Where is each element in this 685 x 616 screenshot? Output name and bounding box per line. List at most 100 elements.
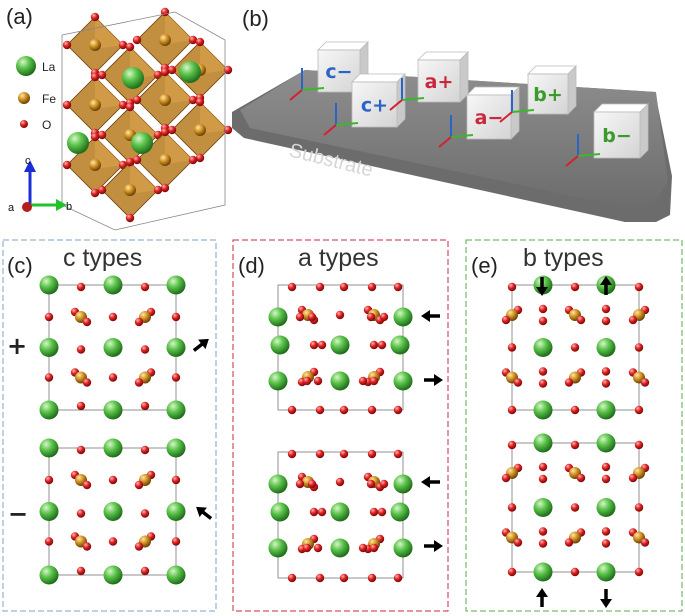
octahedron-highlight <box>130 107 158 139</box>
o-atom <box>315 405 325 415</box>
panel-d-title: a types <box>298 244 379 272</box>
o-atom <box>367 282 377 292</box>
o-atom <box>108 312 118 322</box>
fe-atom <box>124 184 136 196</box>
o-atom <box>317 340 327 350</box>
la-atom <box>39 338 59 357</box>
arrow-head <box>600 599 612 608</box>
o-atom <box>108 475 118 485</box>
o-atom <box>90 132 100 142</box>
local-axis-green <box>450 134 474 138</box>
la-atom <box>330 502 350 522</box>
octahedron-highlight <box>200 42 228 74</box>
panel-d-frame <box>232 239 449 612</box>
la-atom <box>103 502 123 521</box>
local-axis-red <box>389 99 403 111</box>
o-atom <box>564 378 574 387</box>
feo6-octahedron <box>167 97 233 163</box>
o-atom <box>125 157 135 167</box>
polarization-arrow <box>421 476 440 488</box>
la-atom <box>166 338 186 357</box>
o-atom <box>335 477 345 487</box>
o-atom <box>507 567 517 577</box>
panel-d: (d) a types <box>232 239 449 612</box>
o-atom <box>335 310 345 320</box>
local-axis-green <box>577 153 601 157</box>
crystal-structure-3d <box>61 7 233 231</box>
fe-atom <box>89 39 101 51</box>
polarization-arrow <box>536 277 548 296</box>
c-plus-sign: + <box>7 332 27 360</box>
panel-a: (a) La Fe O c a b <box>6 4 233 231</box>
o-atom <box>82 480 92 490</box>
o-atom <box>507 503 517 512</box>
o-atom <box>339 405 349 415</box>
o-atom <box>628 473 638 483</box>
o-atom <box>393 282 403 292</box>
o-atom <box>134 378 144 387</box>
b-axis-arrowhead <box>56 199 67 211</box>
o-atom <box>601 462 611 472</box>
domain-cube: a+ <box>389 51 469 111</box>
la-atom <box>330 538 350 558</box>
la-atom <box>330 335 350 355</box>
o-atom <box>134 480 144 490</box>
o-atom <box>134 542 144 551</box>
cube-front <box>527 73 569 115</box>
polarization-arrow <box>192 338 209 352</box>
la-atom <box>39 400 59 420</box>
o-atom <box>393 573 403 583</box>
o-atom <box>82 378 92 387</box>
la-atom <box>596 433 616 453</box>
panel-c-label: (c) <box>7 253 33 278</box>
panel-d-label: (d) <box>238 253 265 278</box>
la-atom <box>596 338 616 357</box>
o-atom <box>140 566 150 576</box>
feo6-octahedron <box>97 157 163 223</box>
la-atom <box>103 565 123 585</box>
panel-e-label: (e) <box>471 253 498 278</box>
legend-o-sphere <box>20 120 28 128</box>
o-atom <box>62 40 72 50</box>
o-atom <box>634 503 644 512</box>
o-atom <box>634 440 644 450</box>
domain-cube: b− <box>565 103 649 167</box>
la-atom <box>268 371 288 391</box>
legend: La Fe O <box>16 56 56 132</box>
cube-front <box>593 111 641 159</box>
o-atom <box>97 185 107 195</box>
o-atom <box>634 282 644 292</box>
o-atom <box>369 507 379 517</box>
o-atom <box>507 405 517 415</box>
o-atom <box>97 130 107 140</box>
la-atom <box>533 338 553 357</box>
o-atom <box>570 440 580 450</box>
o-atom <box>564 538 574 547</box>
o-atom <box>134 317 144 327</box>
o-atom <box>171 475 181 485</box>
la-atom <box>103 338 123 357</box>
la-atom <box>39 438 59 458</box>
o-atom <box>171 373 181 382</box>
la-atom <box>393 307 413 327</box>
o-atom <box>195 153 205 163</box>
o-atom <box>287 449 297 459</box>
o-atom <box>507 282 517 292</box>
la-atom <box>270 335 290 355</box>
la-atom <box>166 502 186 521</box>
o-atom <box>628 315 638 325</box>
la-atom <box>393 371 413 391</box>
o-atom <box>393 449 403 459</box>
o-atom <box>140 509 150 518</box>
o-atom <box>62 100 72 110</box>
domain-cube: c+ <box>323 73 406 136</box>
axis-label-a: a <box>8 202 15 214</box>
legend-o-label: O <box>42 118 51 132</box>
o-atom <box>302 543 312 553</box>
octahedron-highlight <box>130 162 158 194</box>
cube-side <box>567 65 577 115</box>
o-atom <box>153 185 163 195</box>
arrow-head <box>421 476 430 488</box>
octahedron-highlight <box>200 102 228 134</box>
o-atom <box>90 72 100 82</box>
